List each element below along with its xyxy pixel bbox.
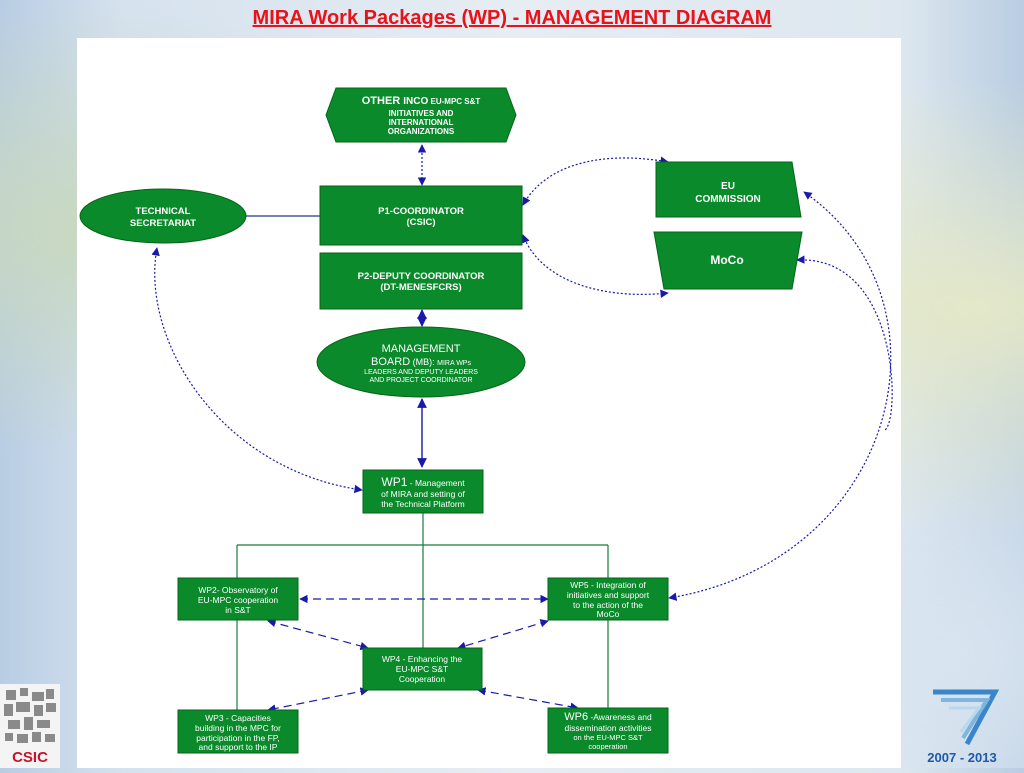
p1-eu-arrow: [522, 156, 669, 206]
svg-text:EU: EU: [721, 181, 735, 192]
wp1-node: WP1 - Management of MIRA and setting of …: [362, 469, 484, 514]
svg-text:OTHER INCO EU-MPC S&T: OTHER INCO EU-MPC S&T: [362, 95, 481, 107]
svg-text:WP5 - Integration of: WP5 - Integration of: [570, 580, 646, 590]
svg-text:on the EU-MPC S&T: on the EU-MPC S&T: [573, 733, 643, 742]
wp2-node: WP2- Observatory of EU-MPC cooperation i…: [177, 577, 299, 621]
svg-text:BOARD (MB): MIRA WPs: BOARD (MB): MIRA WPs: [371, 356, 471, 368]
page-title: MIRA Work Packages (WP) - MANAGEMENT DIA…: [252, 7, 772, 29]
svg-text:in S&T: in S&T: [225, 605, 251, 615]
svg-text:WP4 - Enhancing the: WP4 - Enhancing the: [382, 654, 463, 664]
wp-tree-lines: [236, 513, 609, 710]
wp6-node: WP6 -Awareness and dissemination activit…: [547, 707, 669, 754]
eu-commission-node: EU COMMISSION: [655, 161, 802, 218]
wp3-node: WP3 - Capacities building in the MPC for…: [177, 709, 299, 754]
svg-text:WP1 - Management: WP1 - Management: [381, 475, 465, 489]
wp4-node: WP4 - Enhancing the EU-MPC S&T Cooperati…: [362, 647, 483, 691]
svg-text:INTERNATIONAL: INTERNATIONAL: [389, 118, 454, 127]
svg-text:and support to the IP: and support to the IP: [199, 742, 278, 752]
svg-text:MoCo: MoCo: [597, 609, 620, 619]
svg-text:INITIATIVES AND: INITIATIVES AND: [389, 109, 454, 118]
svg-text:MoCo: MoCo: [710, 253, 743, 267]
svg-text:the Technical Platform: the Technical Platform: [381, 499, 464, 509]
svg-text:TECHNICAL: TECHNICAL: [136, 206, 191, 217]
moco-wp5-arrow: [796, 255, 893, 431]
p2-deputy-coordinator-node: P2-DEPUTY COORDINATOR (DT-MENESFCRS): [319, 252, 523, 310]
csic-logo-text: CSIC: [12, 749, 48, 766]
svg-text:COMMISSION: COMMISSION: [695, 194, 761, 205]
moco-node: MoCo: [653, 231, 803, 290]
svg-text:participation in the FP,: participation in the FP,: [196, 733, 279, 743]
svg-text:building in the MPC for: building in the MPC for: [195, 723, 281, 733]
wp4-wp3-arrow: [267, 687, 369, 713]
svg-text:WP6 -Awareness and: WP6 -Awareness and: [564, 711, 652, 723]
svg-text:cooperation: cooperation: [588, 742, 627, 751]
svg-text:Cooperation: Cooperation: [399, 674, 446, 684]
svg-text:dissemination activities: dissemination activities: [565, 723, 652, 733]
svg-text:to the action of the: to the action of the: [573, 600, 643, 610]
p1-coordinator-node: P1-COORDINATOR (CSIC): [319, 185, 523, 246]
eu-wp5-arrow: [668, 191, 892, 601]
svg-text:AND PROJECT COORDINATOR: AND PROJECT COORDINATOR: [369, 377, 472, 384]
svg-text:P1-COORDINATOR: P1-COORDINATOR: [378, 206, 464, 217]
svg-text:of MIRA and setting of: of MIRA and setting of: [381, 489, 465, 499]
svg-text:MANAGEMENT: MANAGEMENT: [382, 343, 461, 355]
wp5-wp4-arrow: [457, 619, 549, 650]
wp4-wp6-arrow: [477, 687, 579, 711]
svg-text:WP2- Observatory of: WP2- Observatory of: [198, 585, 278, 595]
svg-text:SECRETARIAT: SECRETARIAT: [130, 218, 196, 229]
svg-text:initiatives and support: initiatives and support: [567, 590, 650, 600]
wp5-node: WP5 - Integration of initiatives and sup…: [547, 577, 669, 621]
p1-moco-arrow: [521, 234, 669, 298]
connectors: [151, 144, 893, 713]
svg-text:ORGANIZATIONS: ORGANIZATIONS: [388, 127, 455, 136]
svg-text:WP3 - Capacities: WP3 - Capacities: [205, 713, 271, 723]
wp2-wp4-arrow: [267, 618, 369, 651]
svg-text:(CSIC): (CSIC): [406, 217, 435, 228]
fp7-logo-text: 2007 - 2013: [927, 750, 996, 765]
svg-text:P2-DEPUTY COORDINATOR: P2-DEPUTY COORDINATOR: [358, 271, 485, 282]
csic-logo: CSIC: [0, 684, 60, 768]
svg-text:LEADERS AND DEPUTY LEADERS: LEADERS AND DEPUTY LEADERS: [364, 369, 478, 376]
svg-text:EU-MPC S&T: EU-MPC S&T: [396, 664, 448, 674]
management-board-node: MANAGEMENT BOARD (MB): MIRA WPs LEADERS …: [316, 326, 526, 398]
svg-text:(DT-MENESFCRS): (DT-MENESFCRS): [380, 282, 461, 293]
svg-text:EU-MPC cooperation: EU-MPC cooperation: [198, 595, 279, 605]
fp7-logo: 2007 - 2013: [903, 686, 1021, 768]
other-initiatives-node: OTHER INCO EU-MPC S&T INITIATIVES AND IN…: [325, 87, 517, 143]
technical-secretariat-node: TECHNICAL SECRETARIAT: [79, 188, 247, 244]
